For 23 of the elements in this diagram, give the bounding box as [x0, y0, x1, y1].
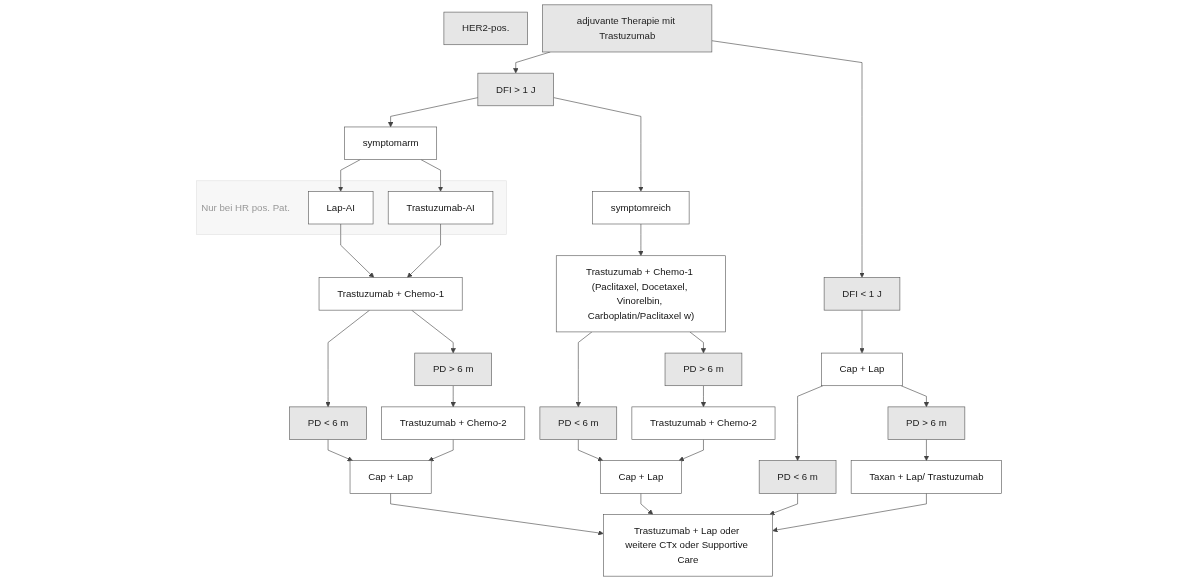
node-box: PD > 6 m: [664, 352, 743, 387]
node-box: Trastuzumab + Chemo-1: [318, 277, 463, 311]
node-box: HER2-pos.: [443, 11, 528, 46]
node-box: Trastuzumab-AI: [387, 191, 494, 225]
node-box: symptomreich: [592, 191, 690, 225]
node-box: adjuvante Therapie mit Trastuzumab: [542, 4, 713, 53]
node-box: Trastuzumab + Chemo-2: [631, 406, 776, 440]
node-box: symptomarm: [344, 126, 437, 160]
node-box: Cap + Lap: [821, 352, 903, 387]
node-box: PD > 6 m: [887, 406, 966, 440]
node-box: Taxan + Lap/ Trastuzumab: [850, 460, 1002, 494]
node-box: DFI < 1 J: [823, 277, 901, 311]
node-box: Lap-AI: [308, 191, 374, 225]
node-box: DFI > 1 J: [477, 72, 554, 107]
node-box: PD < 6 m: [539, 406, 618, 440]
node-box: PD < 6 m: [758, 460, 837, 494]
node-box: Cap + Lap: [600, 460, 682, 494]
node-box: PD < 6 m: [289, 406, 367, 440]
node-box: Trastuzumab + Chemo-1 (Paclitaxel, Docetaxel, Vinorelbin, Carboplatin/Paclitaxel w): [555, 255, 726, 333]
node-box: Trastuzumab + Chemo-2: [381, 406, 526, 440]
node-box: Trastuzumab + Lap oder weitere CTx oder Supportive Care: [603, 514, 773, 577]
node-box: Cap + Lap: [349, 460, 432, 494]
node-box: PD > 6 m: [414, 352, 492, 387]
